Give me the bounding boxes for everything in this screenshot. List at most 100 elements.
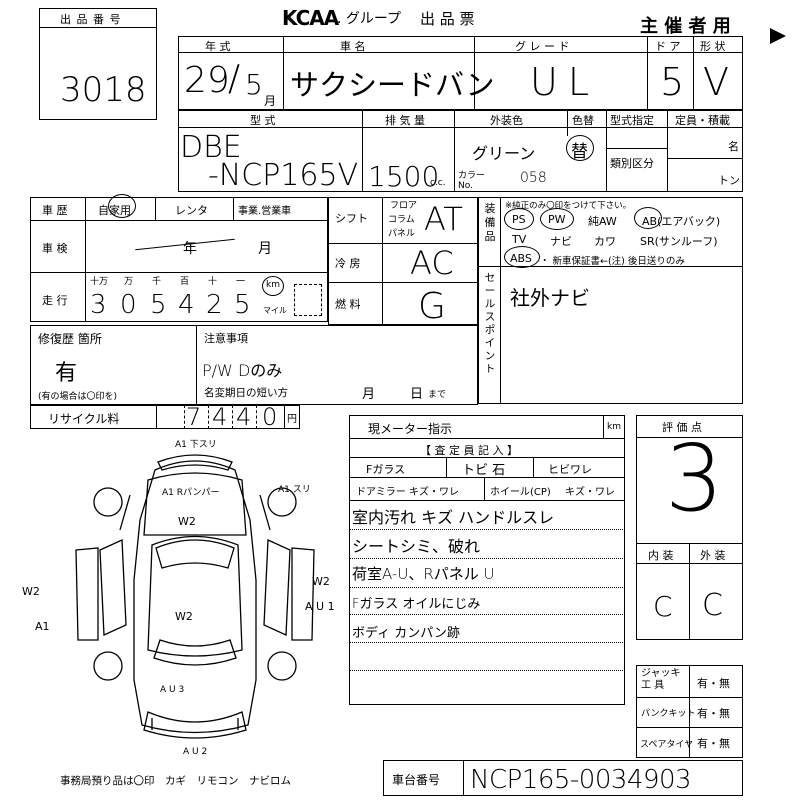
color-label: 外装色 [490, 114, 523, 127]
tool-puncture-label: パンクキット [641, 709, 696, 719]
type-spec-label: 型式指定 [610, 114, 654, 127]
equip-ab-circle [634, 207, 662, 229]
diagram-mark-5: W2 [312, 575, 330, 588]
recycle-digit-3: 4 [236, 403, 252, 431]
shift-option-panel: パネル [388, 229, 416, 239]
repair-caution-box [30, 325, 478, 405]
caution-day: 日 [410, 387, 424, 402]
recycle-label: リサイクル料 [48, 412, 120, 426]
grade-value: UL [530, 60, 599, 104]
rating-label: 評 価 点 [662, 421, 702, 434]
mileage-unit-1: 一 [236, 277, 246, 287]
inspector-chip: トビ 石 [462, 463, 506, 478]
top-row-box [178, 36, 743, 110]
recycle-digit-1: 7 [186, 403, 202, 431]
tool-spare-label: スペアタイヤ [640, 740, 694, 750]
diagram-mark-7: A1 [35, 620, 50, 633]
rating-score: 3 [665, 425, 724, 532]
inspector-mirror: ドアミラー キズ・ワレ [356, 487, 459, 498]
tool-puncture-value: 有・無 [697, 707, 730, 720]
car-name-value: サクシードバン [290, 68, 495, 102]
recycle-box [30, 405, 300, 429]
lot-number-box [39, 8, 157, 120]
recycle-digit-2: 4 [212, 403, 228, 431]
diagram-mark-10: A1 スリ [278, 485, 311, 495]
chassis-box [383, 760, 743, 796]
model-row-box [178, 110, 743, 192]
history-selected-circle [108, 194, 136, 218]
mileage-unit-100: 百 [180, 277, 190, 287]
inspector-crack: ヒビワレ [548, 463, 592, 476]
form-label: 形 状 [700, 40, 726, 53]
inspector-fglass: Fガラス [366, 463, 406, 476]
equipment-label: 装 備 品 [484, 202, 496, 243]
diagram-mark-2: A1 Rパンパー [162, 488, 220, 498]
repair-value: 有 [55, 361, 78, 386]
inspector-note-1: 室内汚れ キズ ハンドルスレ [352, 508, 555, 527]
tool-jack-value: 有・無 [697, 677, 730, 690]
ac-label: 冷 房 [335, 257, 361, 270]
capacity-label: 定員・積載 [675, 114, 730, 127]
chassis-label: 車台番号 [392, 773, 441, 787]
cc-unit: c.c. [430, 178, 446, 188]
meter-label: 現メーター指示 [368, 422, 453, 436]
color-value: グリーン [472, 144, 536, 163]
shift-ac-fuel-box [328, 197, 478, 325]
form-value: V [703, 60, 729, 104]
inspector-title: 【 査 定 員 記 入 】 [420, 444, 518, 457]
model-line2: -NCP165V [208, 158, 359, 193]
chassis-value: NCP165-0034903 [470, 765, 692, 795]
diagram-mark-1: A1 下スリ [175, 440, 217, 450]
caution-line1: P/W Dのみ [202, 361, 283, 380]
recycle-digit-4: 0 [262, 403, 278, 431]
color-no-value: 058 [520, 170, 547, 186]
equip-leather: カワ [594, 235, 616, 248]
fuel-label: 燃 料 [335, 298, 361, 311]
diagram-mark-4: W2 [175, 610, 193, 623]
equip-sr: SR(サンルーフ) [640, 235, 718, 248]
car-diagram [75, 454, 315, 739]
inspector-box [349, 415, 625, 705]
inspection-label: 車 検 [42, 242, 68, 255]
caution-label: 注意事項 [204, 332, 248, 345]
tool-jack-label: ジャッキ 工 具 [641, 668, 681, 691]
meter-unit: km [607, 422, 621, 432]
recycle-unit: 円 [287, 414, 297, 425]
mileage-km-circle [262, 276, 284, 296]
color-change-circle [566, 135, 594, 161]
car-name-label: 車 名 [340, 40, 366, 53]
ton-unit: トン [718, 174, 740, 187]
cc-value: 1500 [368, 160, 440, 193]
history-option-business: 事業.営業車 [238, 206, 292, 217]
diagram-mark-9: A U 2 [183, 747, 208, 757]
mileage-mile: マイル [263, 306, 287, 315]
diagram-mark-w2-left: W2 [22, 585, 40, 598]
mileage-unit-100k: 十万 [90, 277, 109, 287]
equipment-note: ※純正のみ〇印をつけて下さい。 [505, 201, 632, 211]
year-label: 年 式 [205, 40, 231, 53]
year-slash: / [228, 58, 241, 99]
ac-value: AC [410, 244, 454, 282]
mileage-unit-10k: 万 [124, 277, 134, 287]
history-box [30, 197, 328, 322]
exterior-label: 外 装 [700, 549, 726, 562]
inspection-month-unit: 月 [258, 241, 272, 257]
category-label: 類別区分 [610, 157, 654, 170]
equip-ps-circle [504, 208, 534, 230]
caution-line2: 名変期日の短い方 [204, 387, 288, 399]
mileage-unit-1k: 千 [152, 277, 162, 287]
mileage-digit-1: 3 [90, 290, 107, 320]
header-group: . グループ [337, 11, 402, 27]
mileage-dotted-box [294, 284, 322, 316]
door-value: 5 [660, 60, 685, 104]
color-code-label: 色替 [572, 114, 594, 127]
history-option-rental: レンタ [175, 204, 208, 217]
mileage-unit-10: 十 [208, 277, 218, 287]
diagram-mark-8: A U 3 [160, 685, 185, 695]
shift-option-floor: フロア [390, 201, 418, 211]
mileage-digit-6: 5 [234, 290, 251, 320]
caution-until: まで [428, 390, 447, 400]
organizer-label: 主 催 者 用 [640, 16, 731, 37]
cc-label: 排 気 量 [385, 114, 425, 127]
corner-mark-icon [770, 28, 786, 44]
